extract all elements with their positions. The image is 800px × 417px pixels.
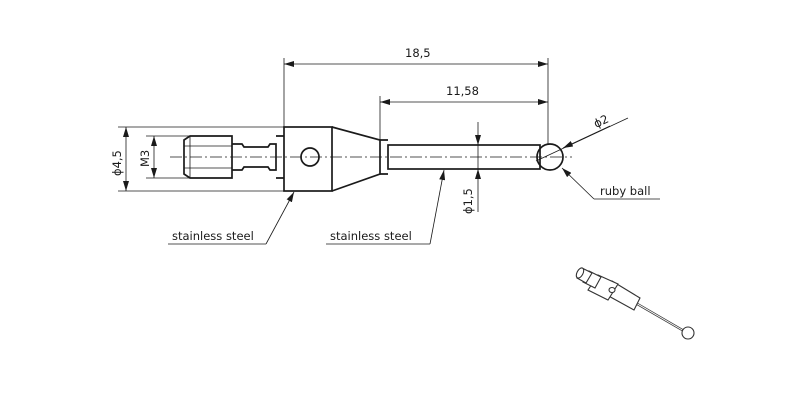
dim-overall-length: 18,5 [283,46,549,144]
callout-ruby-ball: ruby ball [561,167,660,200]
dim-thread: M3 [138,135,190,179]
ruby-ball [536,143,564,171]
stainless-steel-body-label: stainless steel [172,229,254,243]
dim-body-diameter: ϕ4,5 [110,126,284,192]
ruby-ball-label: ruby ball [600,184,651,198]
stem-section [387,144,541,170]
cone-section [331,126,381,192]
body-diameter-label: ϕ4,5 [110,150,124,176]
body-section [283,126,333,192]
isometric-view [575,267,695,340]
stainless-steel-stem-label: stainless steel [330,229,412,243]
neck-section [232,143,277,171]
stem-diameter-label: ϕ1,5 [461,188,475,214]
dim-stem-diameter: ϕ1,5 [461,122,481,214]
dim-stem-length: 11,58 [379,84,548,140]
thread-label: M3 [138,150,152,167]
callout-stainless-steel-stem: stainless steel [326,169,446,245]
overall-length-label: 18,5 [405,46,431,60]
cross-hole [300,147,320,167]
stem-length-label: 11,58 [446,84,479,98]
stylus-outline [183,126,564,192]
ball-diameter-label: ϕ2 [591,112,610,131]
iso-ruby-ball [681,326,695,340]
dim-ball-diameter: ϕ2 [535,112,629,162]
callout-stainless-steel-body: stainless steel [168,191,295,245]
